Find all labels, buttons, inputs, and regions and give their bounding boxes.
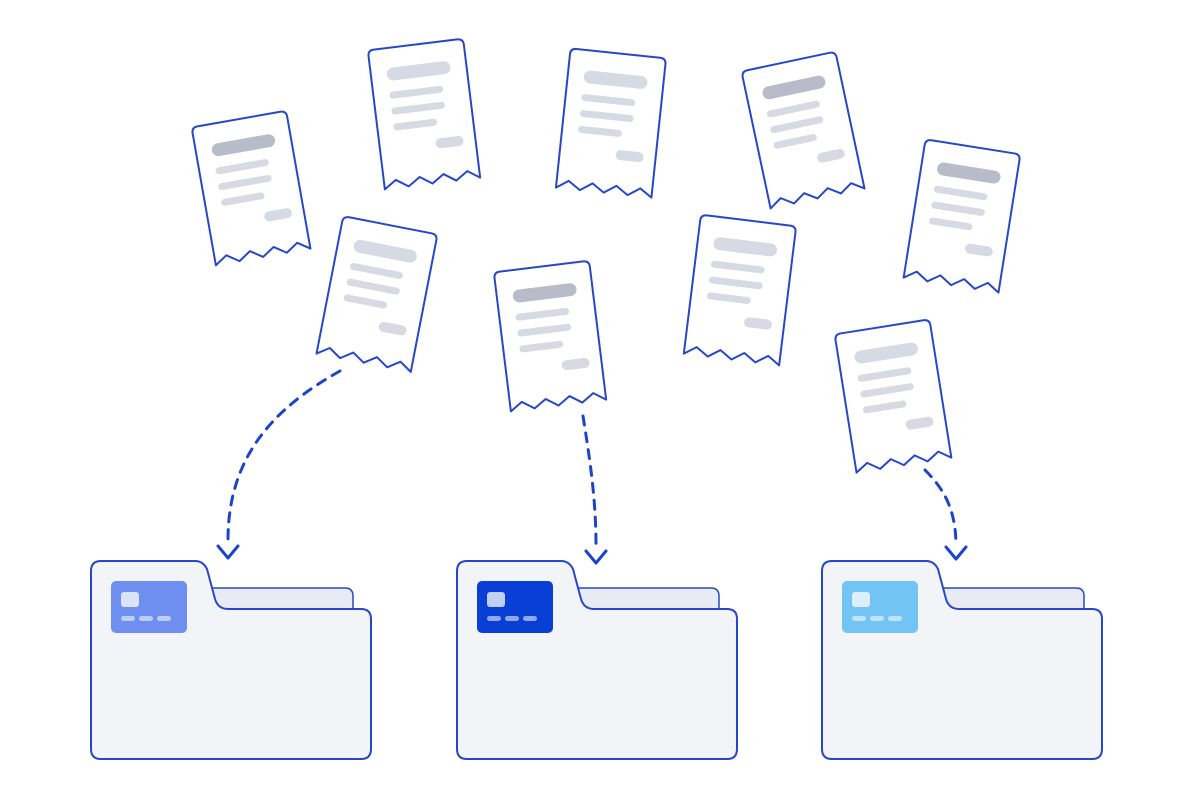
card-number-dash bbox=[505, 616, 519, 621]
chevron-down-icon bbox=[584, 549, 608, 565]
receipt-line-bar bbox=[862, 400, 907, 414]
receipt-title-bar bbox=[211, 134, 276, 157]
receipt-title-bar bbox=[937, 162, 1001, 184]
card-chip bbox=[852, 592, 870, 607]
receipt-title-bar bbox=[386, 61, 451, 81]
receipt-icon bbox=[554, 47, 667, 199]
card-number-dash bbox=[852, 616, 866, 621]
receipt-total-bar bbox=[615, 150, 644, 163]
receipt-line-bar bbox=[709, 276, 763, 290]
receipt-line-bar bbox=[343, 294, 388, 309]
receipt-line-bar bbox=[860, 383, 914, 398]
receipt-line-bar bbox=[393, 118, 438, 131]
receipt-title-bar bbox=[583, 70, 648, 89]
receipt-line-bar bbox=[579, 110, 634, 122]
receipt-icon bbox=[741, 51, 866, 210]
receipt-line-bar bbox=[391, 101, 446, 115]
receipt-icon bbox=[493, 260, 608, 413]
receipt-paper bbox=[493, 260, 608, 413]
receipt-title-bar bbox=[713, 237, 778, 257]
receipt-line-bar bbox=[931, 201, 985, 216]
card-chip bbox=[487, 592, 505, 607]
receipt-total-bar bbox=[905, 416, 934, 430]
folder-icon bbox=[456, 560, 738, 760]
receipt-line-bar bbox=[346, 278, 400, 295]
receipt-paper bbox=[191, 110, 312, 267]
receipt-paper bbox=[315, 216, 438, 373]
receipt-icon bbox=[191, 110, 312, 267]
receipt-line-bar bbox=[221, 192, 265, 206]
receipt-title-bar bbox=[762, 75, 826, 100]
receipt-total-bar bbox=[264, 208, 292, 222]
receipt-line-bar bbox=[773, 134, 817, 149]
arrows-layer bbox=[216, 369, 968, 565]
receipt-line-bar bbox=[857, 367, 912, 382]
receipt-total-bar bbox=[378, 321, 407, 336]
receipt-total-bar bbox=[964, 243, 993, 257]
card-face bbox=[477, 581, 553, 633]
credit-card-icon bbox=[842, 581, 918, 633]
receipt-line-bar bbox=[928, 217, 973, 231]
arrow-path bbox=[226, 369, 342, 542]
receipt-title-bar bbox=[512, 283, 577, 303]
dashed-arrow bbox=[581, 414, 608, 565]
arrow-path bbox=[581, 414, 598, 547]
card-face bbox=[111, 581, 187, 633]
receipt-icon bbox=[834, 319, 953, 474]
card-face bbox=[842, 581, 918, 633]
receipt-title-bar bbox=[854, 342, 918, 364]
receipt-paper bbox=[682, 214, 797, 367]
dashed-arrow bbox=[923, 468, 968, 561]
receipt-icon bbox=[367, 38, 482, 191]
receipt-total-bar bbox=[435, 135, 464, 149]
receipt-total-bar bbox=[817, 148, 845, 163]
receipt-icon bbox=[682, 214, 797, 367]
receipt-line-bar bbox=[515, 307, 570, 321]
receipt-line-bar bbox=[215, 159, 269, 175]
receipt-paper bbox=[902, 139, 1021, 294]
receipt-line-bar bbox=[770, 116, 824, 134]
receipt-line-bar bbox=[707, 292, 751, 304]
dashed-arrow bbox=[216, 369, 342, 560]
receipt-paper bbox=[367, 38, 482, 191]
receipt-paper bbox=[834, 319, 953, 474]
receipt-title-bar bbox=[353, 239, 417, 263]
folder-icon bbox=[90, 560, 372, 760]
card-number-dash bbox=[157, 616, 171, 621]
arrow-path bbox=[923, 468, 958, 544]
credit-card-icon bbox=[111, 581, 187, 633]
receipt-line-bar bbox=[218, 174, 272, 191]
receipt-line-bar bbox=[766, 100, 820, 118]
receipt-line-bar bbox=[933, 185, 988, 201]
receipt-paper bbox=[554, 47, 667, 199]
card-number-dash bbox=[487, 616, 501, 621]
receipt-line-bar bbox=[349, 262, 403, 279]
receipt-icon bbox=[315, 216, 438, 373]
card-number-dash bbox=[121, 616, 135, 621]
card-number-dash bbox=[523, 616, 537, 621]
folder-icon bbox=[821, 560, 1103, 760]
chevron-down-icon bbox=[944, 545, 968, 561]
receipt-paper bbox=[741, 51, 866, 210]
card-number-dash bbox=[870, 616, 884, 621]
chevron-down-icon bbox=[216, 544, 240, 560]
receipt-line-bar bbox=[389, 85, 444, 99]
credit-card-icon bbox=[477, 581, 553, 633]
receipt-line-bar bbox=[517, 323, 572, 337]
card-number-dash bbox=[139, 616, 153, 621]
receipt-total-bar bbox=[744, 317, 772, 330]
receipt-line-bar bbox=[519, 340, 564, 353]
receipt-line-bar bbox=[710, 260, 765, 274]
folders-layer bbox=[90, 560, 1103, 760]
receipt-icon bbox=[902, 139, 1021, 294]
receipts-layer bbox=[191, 38, 1021, 474]
card-number-dash bbox=[888, 616, 902, 621]
receipt-line-bar bbox=[578, 125, 622, 137]
receipt-total-bar bbox=[561, 357, 590, 371]
card-chip bbox=[121, 592, 139, 607]
receipt-line-bar bbox=[581, 94, 636, 107]
